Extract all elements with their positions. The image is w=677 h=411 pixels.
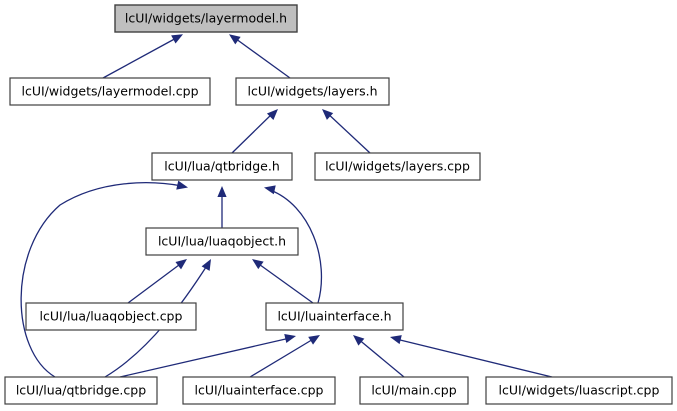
node-box-luainterface-cpp[interactable] xyxy=(182,376,336,405)
node-box-luaqobject-h[interactable] xyxy=(145,227,299,256)
arrowhead-layermodel-cpp-to-layermodel-h xyxy=(171,34,183,44)
node-label-luainterface-h: lcUI/luainterface.h xyxy=(277,309,391,324)
node-box-layers-cpp[interactable] xyxy=(314,152,481,181)
edge-layers-h-to-layermodel-h xyxy=(231,35,291,79)
arrowhead-luaqobject-cpp-to-luaqobject-h xyxy=(175,259,187,270)
node-label-layermodel-h: lcUI/widgets/layermodel.h xyxy=(125,11,287,26)
arrowhead-luaqobject-h-to-qtbridge-h xyxy=(217,186,227,198)
edge-luainterface-h-to-qtbridge-h xyxy=(269,189,322,304)
node-label-qtbridge-cpp: lcUI/lua/qtbridge.cpp xyxy=(16,383,146,398)
edge-layermodel-cpp-to-layermodel-h xyxy=(102,35,181,79)
node-main-cpp[interactable]: lcUI/main.cpp xyxy=(359,376,469,405)
arrowhead-luascript-cpp-to-luainterface-h xyxy=(390,335,402,345)
node-label-luainterface-cpp: lcUI/luainterface.cpp xyxy=(195,383,324,398)
arrowhead-qtbridge-cpp-to-qtbridge-h xyxy=(176,180,188,190)
node-box-main-cpp[interactable] xyxy=(359,376,469,405)
node-label-luascript-cpp: lcUI/widgets/luascript.cpp xyxy=(499,383,660,398)
edge-luaqobject-cpp-to-luaqobject-h xyxy=(127,261,184,304)
node-layer: lcUI/widgets/layermodel.h lcUI/widgets/la… xyxy=(4,4,673,405)
node-luainterface-h[interactable]: lcUI/luainterface.h xyxy=(265,302,404,331)
node-luascript-cpp[interactable]: lcUI/widgets/luascript.cpp xyxy=(485,376,673,405)
node-box-luascript-cpp[interactable] xyxy=(485,376,673,405)
arrowhead-qtbridge-h-to-layers-h xyxy=(266,109,278,121)
node-qtbridge-cpp[interactable]: lcUI/lua/qtbridge.cpp xyxy=(4,376,158,405)
arrowhead-qtbridge-cpp-to-luaqobject-h xyxy=(201,259,211,271)
arrowhead-layers-cpp-to-layers-h xyxy=(322,109,334,120)
node-label-luaqobject-cpp: lcUI/lua/luaqobject.cpp xyxy=(40,309,183,324)
edge-qtbridge-cpp-to-qtbridge-h xyxy=(20,182,183,378)
node-box-luaqobject-cpp[interactable] xyxy=(25,302,197,331)
node-label-layermodel-cpp: lcUI/widgets/layermodel.cpp xyxy=(21,84,198,99)
arrowhead-layers-h-to-layermodel-h xyxy=(229,34,241,45)
node-luainterface-cpp[interactable]: lcUI/luainterface.cpp xyxy=(182,376,336,405)
node-box-layermodel-h[interactable] xyxy=(114,4,298,33)
edge-luainterface-cpp-to-luainterface-h xyxy=(249,337,316,378)
node-box-layers-h[interactable] xyxy=(235,77,390,106)
arrowhead-main-cpp-to-luainterface-h xyxy=(353,335,365,346)
node-box-layermodel-cpp[interactable] xyxy=(9,77,211,106)
edge-luainterface-h-to-luaqobject-h xyxy=(255,261,314,304)
node-qtbridge-h[interactable]: lcUI/lua/qtbridge.h xyxy=(151,152,293,181)
edge-qtbridge-h-to-layers-h xyxy=(231,110,276,154)
node-layermodel-cpp[interactable]: lcUI/widgets/layermodel.cpp xyxy=(9,77,211,106)
edge-luascript-cpp-to-luainterface-h xyxy=(395,338,553,378)
node-box-luainterface-h[interactable] xyxy=(265,302,404,331)
node-box-qtbridge-cpp[interactable] xyxy=(4,376,158,405)
edge-main-cpp-to-luainterface-h xyxy=(356,337,405,378)
node-label-luaqobject-h: lcUI/lua/luaqobject.h xyxy=(158,234,286,249)
edge-qtbridge-cpp-to-luainterface-h xyxy=(119,337,291,378)
node-label-layers-h: lcUI/widgets/layers.h xyxy=(247,84,377,99)
node-label-layers-cpp: lcUI/widgets/layers.cpp xyxy=(325,159,470,174)
arrowhead-luainterface-h-to-luaqobject-h xyxy=(252,259,264,270)
node-luaqobject-cpp[interactable]: lcUI/lua/luaqobject.cpp xyxy=(25,302,197,331)
edge-layers-cpp-to-layers-h xyxy=(324,110,371,154)
node-layermodel-h[interactable]: lcUI/widgets/layermodel.h xyxy=(114,4,298,33)
node-label-qtbridge-h: lcUI/lua/qtbridge.h xyxy=(164,159,280,174)
node-label-main-cpp: lcUI/main.cpp xyxy=(371,383,456,398)
node-box-qtbridge-h[interactable] xyxy=(151,152,293,181)
arrowhead-luainterface-h-to-qtbridge-h xyxy=(264,185,276,195)
node-luaqobject-h[interactable]: lcUI/lua/luaqobject.h xyxy=(145,227,299,256)
arrowhead-qtbridge-cpp-to-luainterface-h xyxy=(284,334,296,343)
node-layers-h[interactable]: lcUI/widgets/layers.h xyxy=(235,77,390,106)
node-layers-cpp[interactable]: lcUI/widgets/layers.cpp xyxy=(314,152,481,181)
arrowhead-luainterface-cpp-to-luainterface-h xyxy=(308,335,320,345)
